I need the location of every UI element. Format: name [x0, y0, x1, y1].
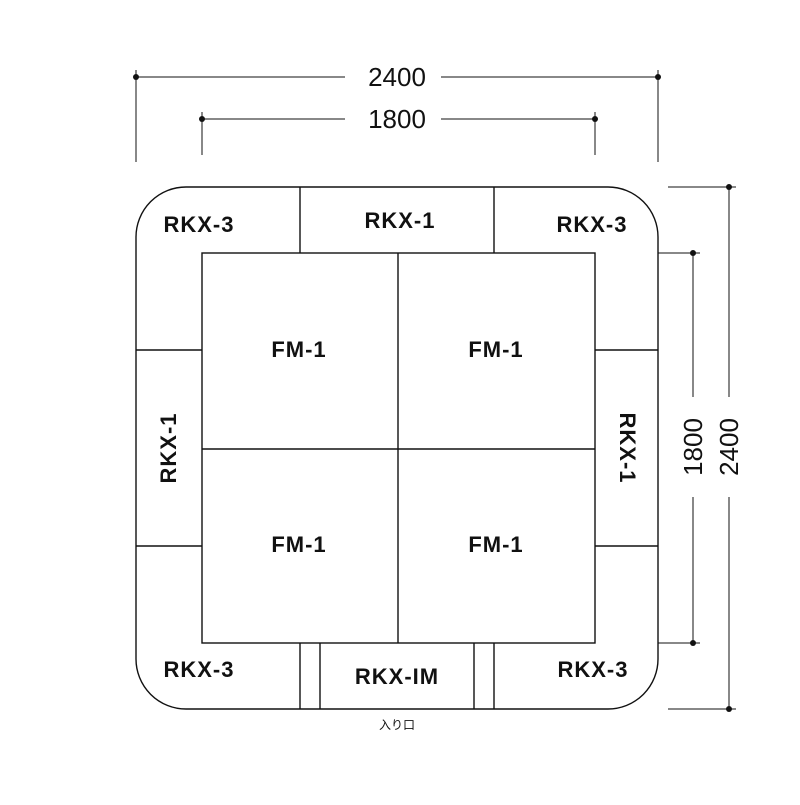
panel-label-top-center: RKX-1 — [364, 208, 435, 233]
panel-label-mat-top-right: FM-1 — [468, 337, 523, 362]
dim-outer-width-label: 2400 — [368, 62, 426, 92]
panel-label-right-center: RKX-1 — [615, 412, 640, 483]
dim-dot — [592, 116, 598, 122]
outer-frame — [135, 186, 659, 710]
dim-dot — [690, 640, 696, 646]
panel-label-bottom-center: RKX-IM — [355, 664, 439, 689]
dim-dot — [199, 116, 205, 122]
dim-dot — [133, 74, 139, 80]
panel-label-corner-bottom-left: RKX-3 — [163, 657, 234, 682]
panel-label-corner-top-left: RKX-3 — [163, 212, 234, 237]
panel-label-mat-bottom-left: FM-1 — [271, 532, 326, 557]
panel-label-corner-top-right: RKX-3 — [556, 212, 627, 237]
dim-dot — [690, 250, 696, 256]
dim-inner-height-label: 1800 — [678, 418, 708, 476]
dim-dot — [726, 184, 732, 190]
dim-dot — [655, 74, 661, 80]
panel-label-left-center: RKX-1 — [156, 412, 181, 483]
entrance-label: 入り口 — [379, 718, 415, 732]
dim-inner-width-label: 1800 — [368, 104, 426, 134]
panel-label-mat-top-left: FM-1 — [271, 337, 326, 362]
panel-label-corner-bottom-right: RKX-3 — [557, 657, 628, 682]
panel-label-mat-bottom-right: FM-1 — [468, 532, 523, 557]
dim-dot — [726, 706, 732, 712]
dim-outer-height-label: 2400 — [714, 418, 744, 476]
